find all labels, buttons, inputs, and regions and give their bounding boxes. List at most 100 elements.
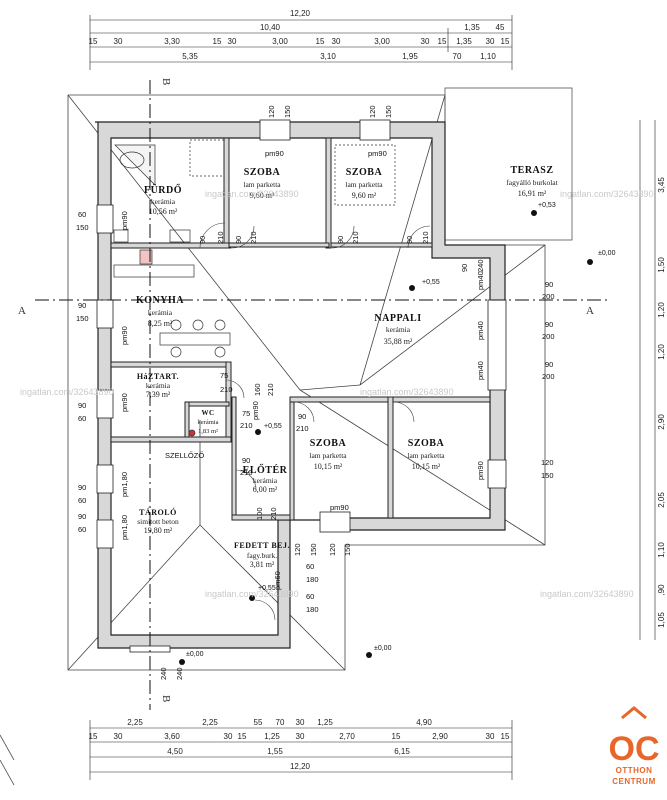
dim-top-10-40: 10,40	[260, 23, 281, 32]
room-area: 19,80 m²	[144, 526, 173, 535]
svg-text:150: 150	[343, 543, 352, 556]
svg-text:120: 120	[541, 458, 554, 467]
watermark-text: ingatlan.com/32643890	[560, 189, 654, 199]
room-name: SZOBA	[408, 438, 445, 449]
svg-text:90: 90	[242, 456, 250, 465]
svg-text:240: 240	[476, 259, 485, 272]
dim-top-r4-3: 70	[453, 52, 462, 61]
pm-label: pm40	[476, 321, 485, 340]
watermark-text: ingatlan.com/32643890	[360, 387, 454, 397]
room-area: 7,39 m²	[146, 390, 171, 399]
pm-label: pm90	[251, 401, 260, 420]
room-area: 6,00 m²	[253, 485, 278, 494]
pm-label: pm90	[120, 393, 129, 412]
svg-text:200: 200	[542, 372, 555, 381]
dim-bot-r2-6: 30	[296, 732, 305, 741]
svg-text:90: 90	[405, 236, 414, 244]
dim-bot-r3-1: 1,55	[267, 747, 283, 756]
room-szoba-3: SZOBA lam parketta 10,15 m²	[309, 438, 347, 471]
room-area: 9,60 m²	[352, 191, 377, 200]
dim-bot-r3-2: 6,15	[394, 747, 410, 756]
svg-text:90: 90	[545, 360, 553, 369]
pm-label: pm60	[273, 571, 282, 590]
pm-label: pm90	[265, 149, 284, 158]
svg-text:240: 240	[175, 667, 184, 680]
dim-bot-r2-7: 2,70	[339, 732, 355, 741]
room-name: NAPPALI	[374, 313, 421, 324]
watermark-text: ingatlan.com/32643890	[20, 387, 114, 397]
room-area: 16,91 m²	[518, 189, 547, 198]
svg-text:75: 75	[220, 371, 228, 380]
svg-text:CENTRUM: CENTRUM	[612, 777, 656, 786]
axis-a-left: A	[18, 305, 26, 317]
svg-text:100: 100	[255, 507, 264, 520]
room-area: 35,88 m²	[384, 337, 413, 346]
room-name: KONYHA	[136, 295, 184, 306]
pm-label: pm90	[368, 149, 387, 158]
svg-text:200: 200	[542, 332, 555, 341]
dim-top-1-35: 1,35	[464, 23, 480, 32]
north-arrow-icon	[0, 734, 15, 786]
room-material: kerámia	[148, 308, 173, 317]
svg-text:90: 90	[234, 236, 243, 244]
svg-text:210: 210	[266, 383, 275, 396]
otthon-centrum-logo: OC OTTHON CENTRUM	[609, 706, 660, 786]
room-area: 10,15 m²	[314, 462, 343, 471]
svg-text:120: 120	[293, 543, 302, 556]
svg-text:+0,53: +0,53	[538, 202, 556, 209]
svg-text:±0,00: ±0,00	[374, 645, 392, 652]
svg-text:90: 90	[298, 412, 306, 421]
room-haztart: HáZTART. kerámia 7,39 m²	[137, 372, 179, 399]
svg-text:90: 90	[78, 512, 86, 521]
dim-right-2: 1,20	[657, 302, 666, 318]
dim-bot-r1-4: 30	[296, 718, 305, 727]
opening-sizes: 60 150 90 210 90 210 90 210 90 210 120 1…	[76, 105, 555, 680]
level-marker: +0,55	[409, 279, 440, 291]
dim-lines-bottom	[89, 720, 513, 780]
svg-text:90: 90	[545, 280, 553, 289]
svg-text:60: 60	[78, 525, 86, 534]
svg-text:90: 90	[78, 301, 86, 310]
watermark-text: ingatlan.com/32643890	[205, 189, 299, 199]
svg-text:150: 150	[309, 543, 318, 556]
dim-right-1: 1,50	[657, 257, 666, 273]
svg-text:60: 60	[78, 414, 86, 423]
watermark-text: ingatlan.com/32643890	[540, 589, 634, 599]
room-material: fagyálló burkolat	[506, 178, 558, 187]
room-material: fagy.burk.	[247, 551, 277, 560]
dim-lines-top	[89, 15, 513, 70]
svg-text:+0,55: +0,55	[422, 279, 440, 286]
room-eloter: ELŐTÉR kerámia 6,00 m²	[243, 464, 288, 494]
svg-text:±0,00: ±0,00	[186, 651, 204, 658]
level-marker: +0,55	[249, 585, 276, 601]
level-marker: ±0,00	[179, 651, 204, 665]
svg-text:200: 200	[542, 292, 555, 301]
watermark-text: ingatlan.com/32643890	[205, 589, 299, 599]
room-area: 1,83 m²	[198, 428, 218, 435]
room-name: SZOBA	[310, 438, 347, 449]
svg-text:OTTHON: OTTHON	[616, 766, 653, 775]
dim-bot-r2-10: 30	[486, 732, 495, 741]
pm-label: pm1,80	[120, 472, 129, 497]
dim-bot-r1-0: 2,25	[127, 718, 143, 727]
watermarks: ingatlan.com/32643890 ingatlan.com/32643…	[20, 189, 654, 599]
level-marker: ±0,00	[587, 250, 616, 265]
dim-right-5: 2,05	[657, 492, 666, 508]
axis-a-right: A	[586, 305, 594, 317]
svg-text:240: 240	[159, 667, 168, 680]
dim-right-6: 1,10	[657, 542, 666, 558]
room-szoba-2: SZOBA lam parketta 9,60 m²	[345, 167, 383, 200]
interior-walls	[110, 137, 491, 521]
room-name: SZOBA	[346, 167, 383, 178]
dim-bot-r2-8: 15	[392, 732, 401, 741]
svg-text:210: 210	[220, 385, 233, 394]
svg-text:60: 60	[306, 592, 314, 601]
dim-top-r4-0: 5,35	[182, 52, 198, 61]
room-name: WC	[201, 409, 214, 417]
svg-text:210: 210	[216, 231, 225, 244]
dim-bot-r2-11: 15	[501, 732, 510, 741]
room-name: ELŐTÉR	[243, 464, 288, 476]
svg-text:150: 150	[384, 105, 393, 118]
dim-top-r4-4: 1,10	[480, 52, 496, 61]
dim-top-r3-12: 30	[486, 37, 495, 46]
